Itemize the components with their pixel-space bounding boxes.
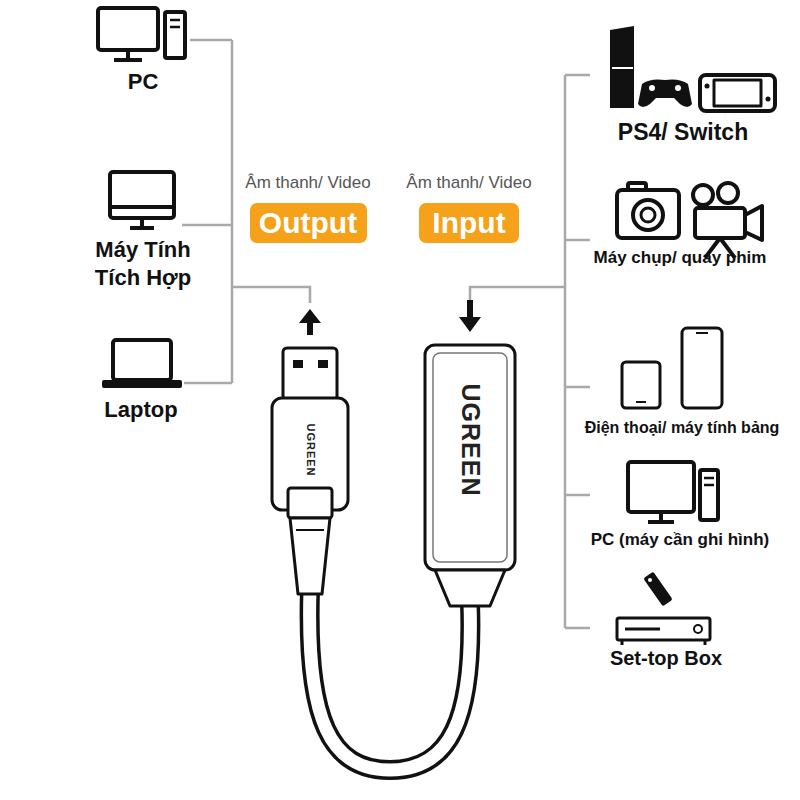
badge-caption: Âm thanh/ Video xyxy=(406,173,531,193)
device-label: PC (máy cần ghi hình) xyxy=(575,529,785,550)
device-label: Set-top Box xyxy=(581,646,751,671)
bracket-lines xyxy=(182,40,590,628)
left-device-icons xyxy=(98,8,185,386)
device-label: Máy chụp/ quay phim xyxy=(580,247,780,268)
badge-box: Âm thanh/ VideoInput xyxy=(419,203,519,243)
device-label: PS4/ Switch xyxy=(588,118,778,147)
right-device-icons xyxy=(610,26,775,645)
brand-text: UGREEN xyxy=(303,423,317,476)
device-label: Máy Tính Tích Hợp xyxy=(83,236,203,291)
badge-caption: Âm thanh/ Video xyxy=(245,173,370,193)
device-label: Laptop xyxy=(81,396,201,424)
badge-box: Âm thanh/ VideoOutput xyxy=(250,203,367,243)
capture-adapter xyxy=(272,345,515,770)
device-label: PC xyxy=(83,68,203,96)
brand-text: UGREEN xyxy=(454,384,485,497)
device-label: Điện thoại/ máy tính bảng xyxy=(572,418,792,438)
badge-text: Output xyxy=(250,203,367,238)
badge-text: Input xyxy=(419,203,519,238)
arrows xyxy=(299,300,481,335)
